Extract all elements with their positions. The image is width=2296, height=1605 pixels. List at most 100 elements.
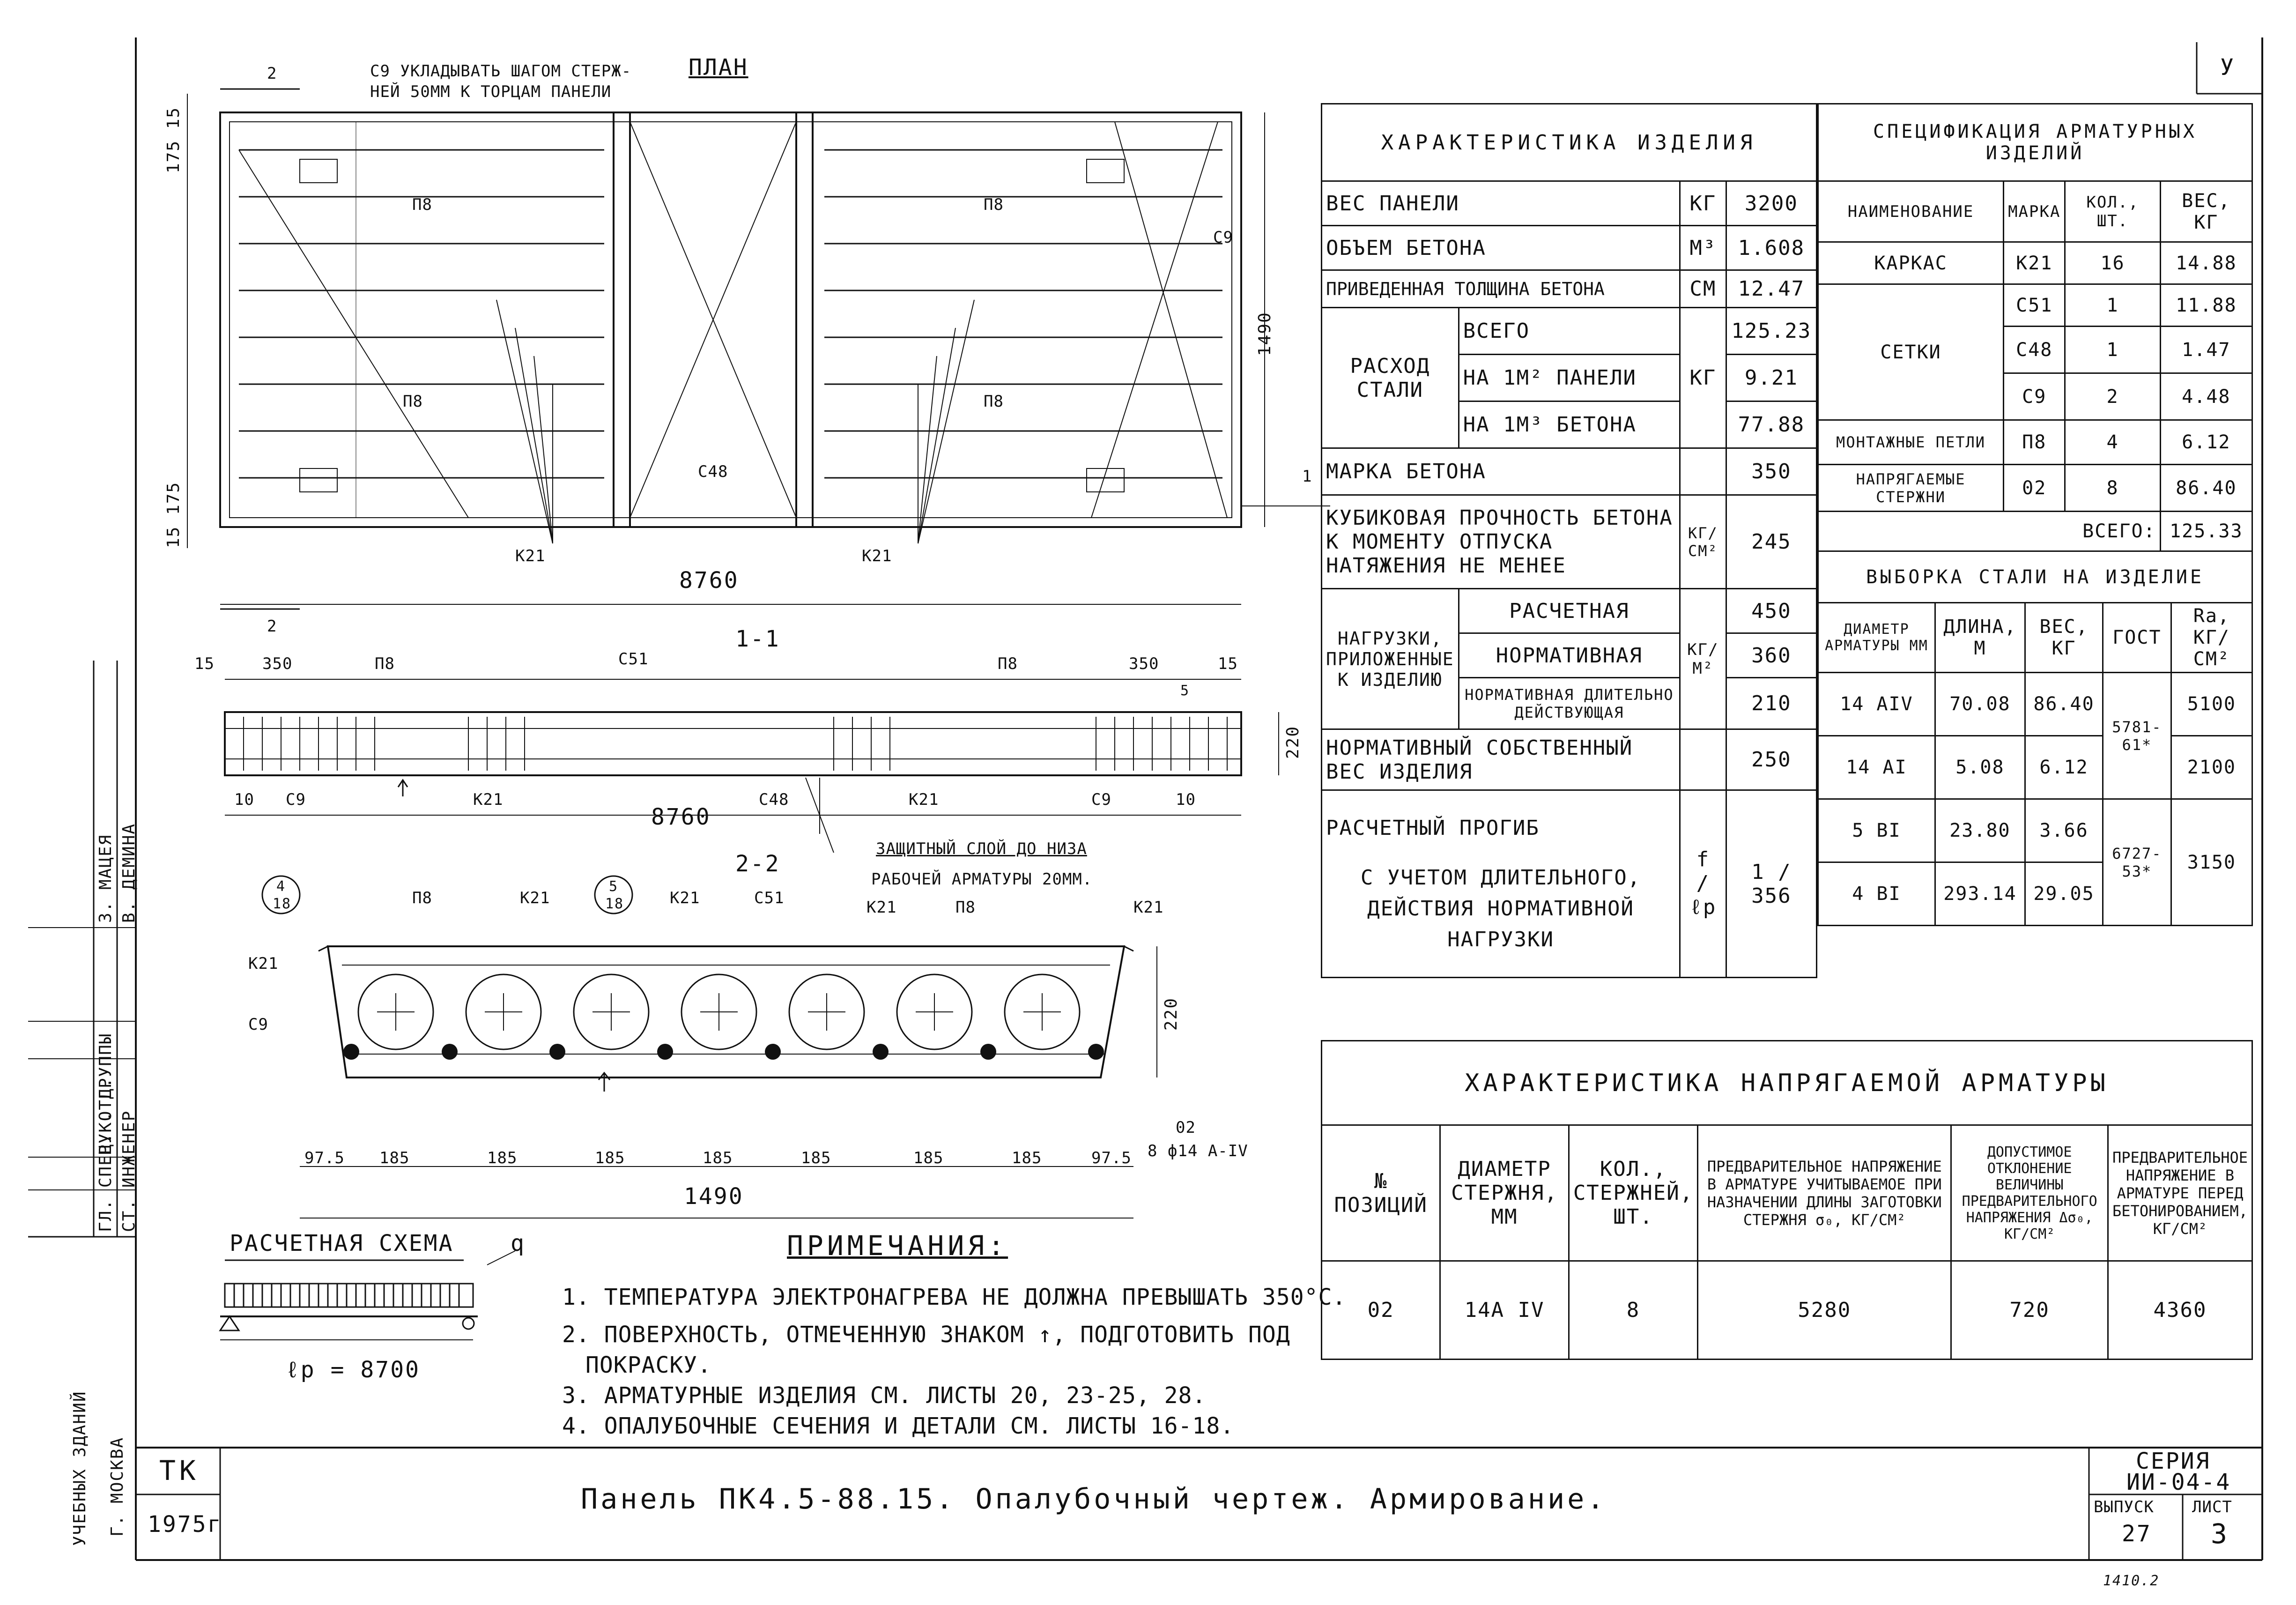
side-org-2: Г. МОСКВА	[108, 1436, 127, 1537]
sheet-label: ЛИСТ	[2192, 1498, 2232, 1516]
steel-r1-d: 14 АIV	[1817, 672, 1936, 736]
section11-label-k21-r: К21	[909, 790, 939, 809]
steel-h-ra: Ra, КГ/СМ²	[2170, 602, 2253, 673]
section22-label-k21-e: К21	[248, 954, 279, 973]
prestress-h-pos: № ПОЗИЦИЙ	[1320, 1124, 1441, 1262]
section22-dim-4: 185	[595, 1149, 625, 1167]
section22-height: 220	[1162, 997, 1181, 1031]
note-1: 1. ТЕМПЕРАТУРА ЭЛЕКТРОНАГРЕВА НЕ ДОЛЖНА …	[562, 1284, 1347, 1310]
char-weight-value: 3200	[1725, 180, 1818, 226]
section22-label-k21-b: К21	[670, 889, 700, 907]
section11-cover-note-1: ЗАЩИТНЫЙ СЛОЙ ДО НИЗА	[876, 840, 1087, 858]
char-thick-value: 12.47	[1725, 269, 1818, 308]
drawing-title: Панель ПК4.5-88.15. Опалубочный чертеж. …	[581, 1483, 1607, 1516]
section22-total: 1490	[684, 1183, 744, 1210]
steel-r2-w: 6.12	[2024, 735, 2104, 800]
steel-r1-len: 70.08	[1934, 672, 2026, 736]
char-deflection-label2: С УЧЕТОМ ДЛИТЕЛЬНОГО, ДЕЙСТВИЯ НОРМАТИВН…	[1360, 865, 1641, 951]
section22-label-p8-a: П8	[412, 889, 432, 907]
section22-dim-3: 185	[487, 1149, 518, 1167]
steel-r4-w: 29.05	[2024, 862, 2104, 926]
stamp-name-2: В. ДЕМИНА	[119, 823, 139, 923]
spec-table-title: СПЕЦИФИКАЦИЯ АРМАТУРНЫХ ИЗДЕЛИЙ	[1817, 103, 2253, 182]
spec-total-label: ВСЕГО:	[1817, 511, 2161, 552]
prestress-d: 14А IV	[1439, 1260, 1570, 1360]
char-load-long-value: 210	[1725, 677, 1818, 730]
steel-h-len: ДЛИНА, М	[1934, 602, 2026, 673]
steel-r4-len: 293.14	[1934, 862, 2026, 926]
section11-dim-8760: 8760	[651, 804, 711, 830]
section11-label-c51: С51	[618, 650, 649, 669]
char-volume-unit: М³	[1679, 225, 1727, 271]
spec-r4-qty: 2	[2064, 372, 2161, 421]
prestress-h-sb: ПРЕДВАРИТЕЛЬНОЕ НАПРЯЖЕНИЕ В АРМАТУРЕ ПЕ…	[2107, 1124, 2253, 1262]
char-cube-unit: КГ/СМ²	[1679, 494, 1727, 589]
char-volume-value: 1.608	[1725, 225, 1818, 271]
prestress-sb: 4360	[2107, 1260, 2253, 1360]
plan-label-p8-d: П8	[984, 392, 1004, 411]
spec-h-weight: ВЕС, КГ	[2159, 180, 2253, 243]
section11-dim-5: 5	[1180, 683, 1190, 699]
section11-label-p8-l: П8	[375, 654, 395, 673]
section11-label-p8-r: П8	[998, 654, 1018, 673]
section11-label-c9-l: С9	[286, 790, 306, 809]
section22-label-c51: С51	[754, 889, 785, 907]
plan-label-c48: С48	[698, 462, 728, 481]
steel-gost-2: 6727-53*	[2102, 798, 2172, 926]
section-2-2	[261, 875, 1157, 1219]
spec-r2-qty: 1	[2064, 283, 2161, 327]
spec-r6-name: НАПРЯГАЕМЫЕ СТЕРЖНИ	[1817, 464, 2005, 512]
char-load-calc-label: РАСЧЕТНАЯ	[1458, 588, 1681, 634]
section11-label-c48: С48	[759, 790, 789, 809]
spec-r3-weight: 1.47	[2159, 326, 2253, 374]
steel-h-w: ВЕС, КГ	[2024, 602, 2104, 673]
spec-r3-mark: С48	[2003, 326, 2066, 374]
section22-label-k21-a: К21	[520, 889, 550, 907]
steel-gost-1: 5781-61*	[2102, 672, 2172, 800]
spec-r2-weight: 11.88	[2159, 283, 2253, 327]
prestress-ds: 720	[1950, 1260, 2109, 1360]
section11-dim-10-r: 10	[1176, 790, 1196, 809]
series-value: ИИ-04-4	[2126, 1469, 2231, 1495]
char-deflection-unit: f / ℓр	[1679, 789, 1727, 978]
char-loads-unit: КГ/М²	[1679, 588, 1727, 730]
spec-r2-name: СЕТКИ	[1817, 283, 2005, 421]
plan-dim-width: 1490	[1255, 312, 1274, 356]
sheet-corner-number: У	[2220, 54, 2235, 81]
prestress-h-qty: КОЛ., СТЕРЖНЕЙ, ШТ.	[1568, 1124, 1699, 1262]
spec-h-name: НАИМЕНОВАНИЕ	[1817, 180, 2005, 243]
plan-label-p8-b: П8	[984, 195, 1004, 214]
notes-title: ПРИМЕЧАНИЯ:	[787, 1230, 1008, 1262]
spec-r1-weight: 14.88	[2159, 241, 2253, 285]
calc-scheme-span: ℓр = 8700	[286, 1357, 420, 1383]
note-2b: ПОКРАСКУ.	[585, 1352, 712, 1378]
char-load-norm-label: НОРМАТИВНАЯ	[1458, 632, 1681, 678]
section22-label-p8-b: П8	[955, 898, 976, 917]
spec-r5-name: МОНТАЖНЫЕ ПЕТЛИ	[1817, 419, 2005, 465]
char-weight-label: ВЕС ПАНЕЛИ	[1320, 180, 1681, 226]
sheet-value: 3	[2211, 1518, 2231, 1550]
section11-dim-10-l: 10	[234, 790, 254, 809]
section22-dim-1: 97.5	[304, 1149, 345, 1167]
section11-title: 1-1	[735, 626, 780, 652]
spec-r3-qty: 1	[2064, 326, 2161, 374]
spec-r1-qty: 16	[2064, 241, 2161, 285]
spec-h-mark: МАРКА	[2003, 180, 2066, 243]
section11-dim-r: 15	[1218, 654, 1238, 673]
section22-title: 2-2	[735, 851, 780, 877]
section22-label-k21-d: К21	[1133, 898, 1164, 917]
stamp-role-2: РУК. ГРУППЫ	[96, 1033, 115, 1155]
calc-scheme	[219, 1250, 516, 1340]
steel-r4-d: 4 ВI	[1817, 862, 1936, 926]
plan-label-k21-a: К21	[515, 547, 546, 565]
plan-label-p8-a: П8	[412, 195, 432, 214]
prestress-table-title: ХАРАКТЕРИСТИКА НАПРЯГАЕМОЙ АРМАТУРЫ	[1321, 1040, 2253, 1126]
section22-ref1-top: 4	[276, 878, 286, 895]
plan-section-mark-bottom: 2	[267, 617, 277, 636]
title-block-org: ТК	[159, 1455, 200, 1486]
char-weight-unit: КГ	[1679, 180, 1727, 226]
section11-cover-note-2: РАБОЧЕЙ АРМАТУРЫ 20ММ.	[871, 870, 1093, 889]
spec-r5-qty: 4	[2064, 419, 2161, 465]
spec-r6-qty: 8	[2064, 464, 2161, 512]
side-org-1: УЧЕБНЫХ ЗДАНИЙ	[70, 1390, 89, 1546]
